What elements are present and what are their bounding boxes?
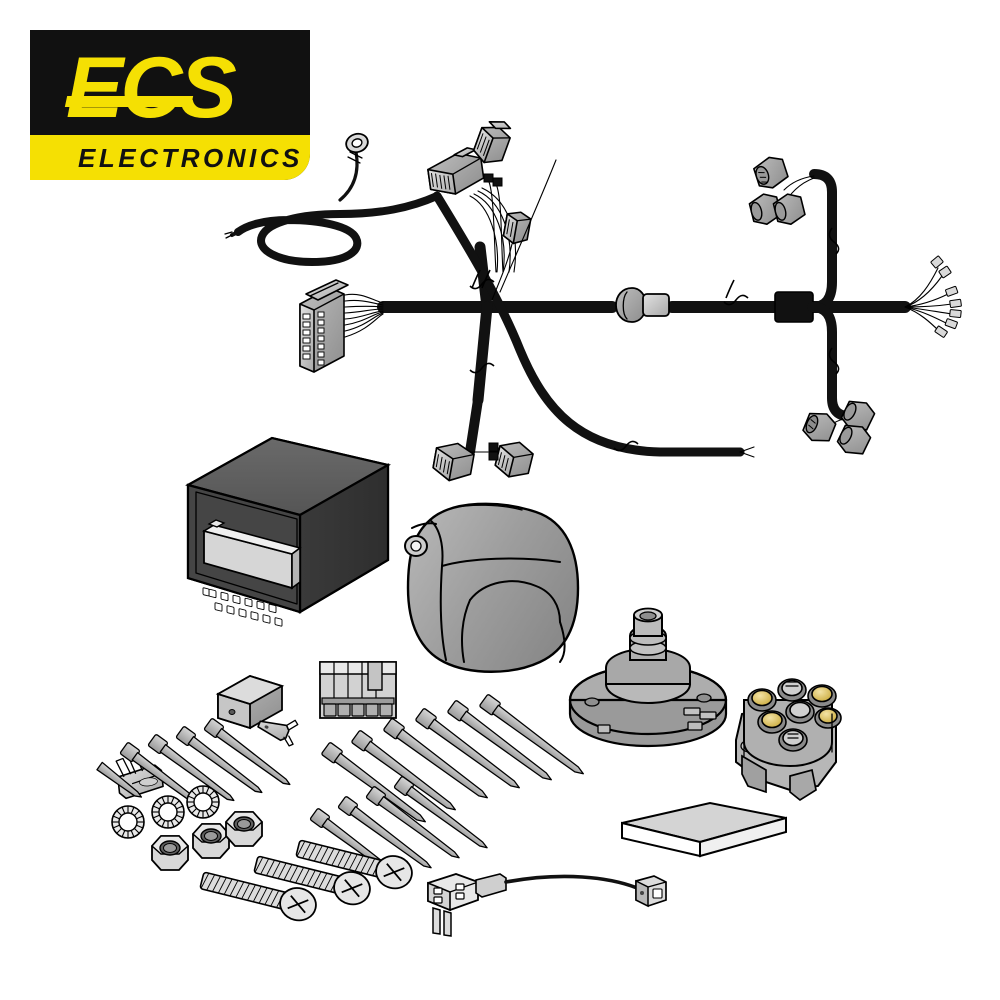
connector-small-wire: [491, 243, 513, 301]
connector-pair-lower: [432, 441, 534, 482]
lock-washer: [186, 785, 220, 819]
harness-sweep-cable: [432, 191, 745, 457]
connector-upper-wires: [483, 173, 504, 273]
cable-break-marks: [469, 227, 840, 452]
socket-baseplate: [568, 607, 728, 748]
ring-terminal-icon: [338, 132, 369, 202]
foam-pad: [621, 801, 787, 858]
ecu-connector-block: [299, 279, 349, 373]
lock-nut: [150, 835, 190, 871]
pan-head-bolt: [253, 855, 371, 906]
lock-nut: [224, 811, 264, 847]
module-connector-socket: [201, 519, 302, 627]
wiring-harness-assembly: [224, 121, 962, 482]
logo-yellow-band: [30, 135, 310, 180]
terminal-strip: [319, 661, 397, 719]
lock-nut: [191, 823, 231, 859]
bulb-pair-bottom: [802, 400, 876, 455]
connector-grey-left: [427, 147, 485, 195]
lock-washer: [111, 805, 145, 839]
stray-wire: [499, 159, 557, 293]
cable-ties-group: [96, 694, 584, 881]
socket-contacts: [743, 678, 842, 768]
ecu-wire-bundle: [344, 293, 384, 338]
pan-head-bolt: [199, 871, 317, 922]
relay-block: [215, 675, 285, 730]
spade-terminal: [257, 719, 299, 747]
logo-wordmark: ECS: [66, 40, 237, 136]
bulb-pair-top: [748, 156, 815, 226]
connector-grey-upper: [472, 121, 512, 164]
wire-fan: [904, 255, 962, 338]
pan-head-bolts-group: [199, 839, 413, 922]
harness-coiled-cable: [224, 192, 441, 266]
harness-branch-lower: [807, 302, 853, 421]
harness-branch-upper: [807, 169, 837, 312]
socket-insert: [735, 678, 842, 802]
ecs-brand-logo: ECS ELECTRONICS: [30, 30, 310, 180]
grommet-icon: [615, 287, 670, 323]
lock-washer: [151, 795, 185, 829]
control-module: [185, 436, 391, 627]
pan-head-bolt: [295, 839, 413, 890]
fuse-tap-lead: [427, 873, 667, 937]
lock-washers-group: [111, 785, 220, 839]
socket-housing: [404, 502, 580, 673]
logo-subtitle: ELECTRONICS: [78, 143, 303, 173]
cable-open-end: [659, 446, 755, 458]
lock-nuts-group: [150, 811, 264, 871]
